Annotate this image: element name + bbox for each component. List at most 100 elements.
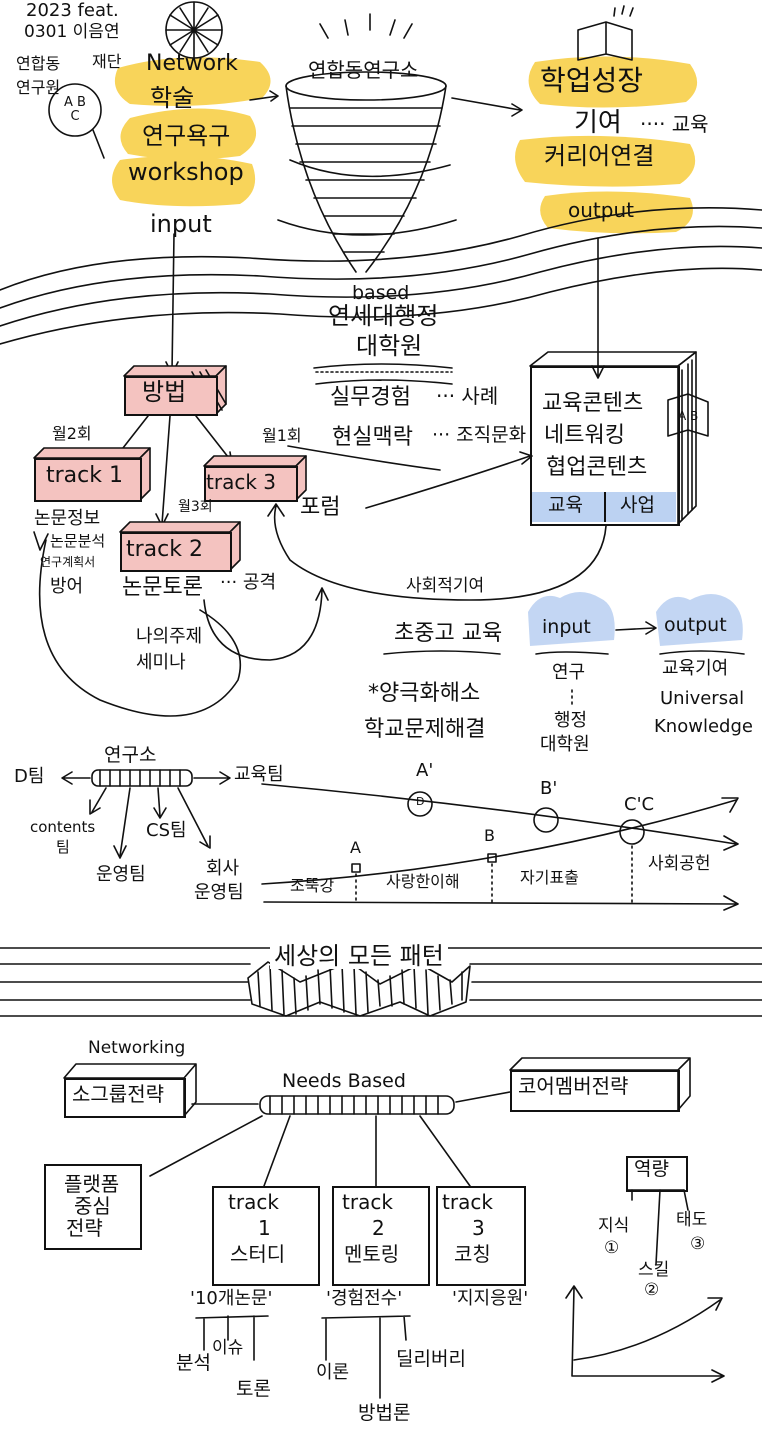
stage-1: 조뚝강 (290, 876, 335, 895)
track3-name: 코칭 (454, 1242, 491, 1266)
competency-attitude: 태도 (676, 1210, 708, 1230)
output-item-growth: 학업성장 (540, 64, 644, 97)
core-member-face (510, 1070, 680, 1112)
track3-label: track 3 (206, 470, 276, 494)
blue-highlights (528, 592, 743, 646)
input-label: input (150, 210, 212, 238)
detail-methodology: 방법론 (358, 1402, 411, 1424)
org-center-label: 연구소 (104, 744, 157, 766)
core-member-label: 코어멤버전략 (518, 1074, 629, 1098)
my-topic-label: 나의주제 (136, 626, 203, 647)
network-label: Network (146, 51, 238, 76)
platform-line2: 중심 (74, 1194, 111, 1218)
competency-skill-num: ② (644, 1280, 660, 1300)
detail-delivery: 딜리버리 (396, 1348, 466, 1370)
edu-collab: 협업콘텐츠 (546, 455, 648, 480)
discussion-label: 논문토론 (122, 575, 203, 600)
track2-quote: '경험전수' (326, 1288, 403, 1309)
based-label: based (352, 282, 410, 304)
competency-title: 역량 (634, 1158, 669, 1180)
education-tab-divider (604, 492, 606, 522)
detail-issue: 이슈 (212, 1338, 244, 1358)
river-lines-top (0, 207, 762, 345)
point-cc: C'C (624, 794, 655, 815)
point-d-1: D (416, 795, 425, 808)
org-ops-team: 운영팀 (96, 864, 146, 885)
note-paper-analysis: 논문분석 (50, 532, 106, 550)
org-edu-team: 교육팀 (234, 764, 284, 785)
timeline-lines (261, 783, 739, 911)
magnifier-icon (48, 83, 105, 159)
school-line2: 대학원 (356, 332, 423, 360)
org-contents-team-1: contents (30, 818, 96, 836)
output-label: output (568, 198, 634, 222)
experience-label: 실무경험 (330, 385, 411, 410)
point-a: A (350, 838, 361, 857)
track3-strategy-box (436, 1186, 526, 1286)
edu-content: 교육콘텐츠 (542, 391, 644, 416)
forum-label: 포럼 (300, 495, 341, 520)
competency-attitude-num: ③ (690, 1234, 706, 1254)
track1-label: track 1 (46, 463, 123, 488)
note-paper-info: 논문정보 (34, 508, 101, 529)
monthly1-label: 월1회 (262, 426, 302, 445)
k12-edu-label: 초중고 교육 (394, 621, 503, 646)
detail-analysis: 분석 (176, 1352, 211, 1374)
track-detail-lines (195, 1315, 411, 1399)
patterns-title: 세상의 모든 패턴 (270, 943, 448, 970)
track1-num: 1 (258, 1216, 271, 1240)
org-line3: 연구원 (16, 78, 61, 97)
track3-quote: '지지응원' (452, 1288, 529, 1309)
seminar-label: 세미나 (136, 652, 186, 673)
competency-skill: 스킬 (638, 1260, 670, 1280)
edu-tab-business[interactable]: 사업 (620, 494, 655, 516)
edu-tab-education[interactable]: 교육 (548, 494, 583, 516)
point-a-prime: A' (416, 760, 434, 781)
note-research-plan: 연구계획서 (40, 555, 96, 569)
output-item-contrib: 기여 (574, 108, 622, 138)
org-biz-team-2: 운영팀 (194, 882, 244, 903)
track2-strategy-box (332, 1186, 430, 1286)
stage-2: 사랑한이해 (386, 872, 460, 891)
input-item-research: 연구욕구 (142, 122, 231, 150)
monthly3-label: 월3회 (178, 499, 213, 515)
output-item-contrib-suffix: ···· 교육 (640, 112, 709, 136)
input-item-workshop: workshop (128, 158, 244, 186)
stage-4: 사회공헌 (648, 854, 711, 874)
detail-discussion: 토론 (236, 1378, 271, 1400)
track2-name: 멘토링 (344, 1242, 400, 1266)
year-label: 2023 feat. (26, 0, 119, 21)
book-icon (577, 5, 634, 61)
track3-num: 3 (472, 1216, 485, 1240)
small-group-face (64, 1078, 186, 1118)
method-box-face (124, 376, 218, 416)
track2-box-face (120, 532, 232, 572)
platform-line1: 플랫폼 (64, 1172, 120, 1196)
point-b: B (484, 826, 495, 845)
method-box (123, 365, 227, 415)
knowledge-label: Knowledge (654, 716, 753, 737)
track2-label: track 2 (126, 537, 203, 562)
output-item-career: 커리어연결 (544, 142, 655, 170)
track1-strategy-box (212, 1186, 320, 1286)
org-d-team: D팀 (14, 766, 45, 787)
school-problem-label: 학교문제해결 (364, 717, 486, 742)
universal-label: Universal (660, 688, 745, 709)
school-line1: 연세대행정 (328, 302, 439, 330)
defense-label: 방어 (50, 576, 84, 597)
funnel-title: 연합동연구소 (308, 58, 419, 82)
case-label: ··· 사례 (436, 384, 499, 408)
org-chart-lines (61, 769, 231, 859)
org-cs-team: CS팀 (146, 820, 187, 841)
org-line2a: 연합동 (16, 54, 61, 73)
network-icon (165, 1, 223, 59)
competency-knowledge-num: ① (604, 1238, 620, 1258)
context-label: 현실맥락 (332, 425, 413, 450)
polarization-label: *양극화해소 (368, 681, 481, 706)
edu-networking: 네트워킹 (544, 423, 625, 448)
track1-quote: '10개논문' (190, 1288, 273, 1309)
needs-based-label: Needs Based (282, 1070, 406, 1092)
monthly2-label: 월2회 (52, 424, 92, 443)
track1-name: 스터디 (230, 1242, 286, 1266)
